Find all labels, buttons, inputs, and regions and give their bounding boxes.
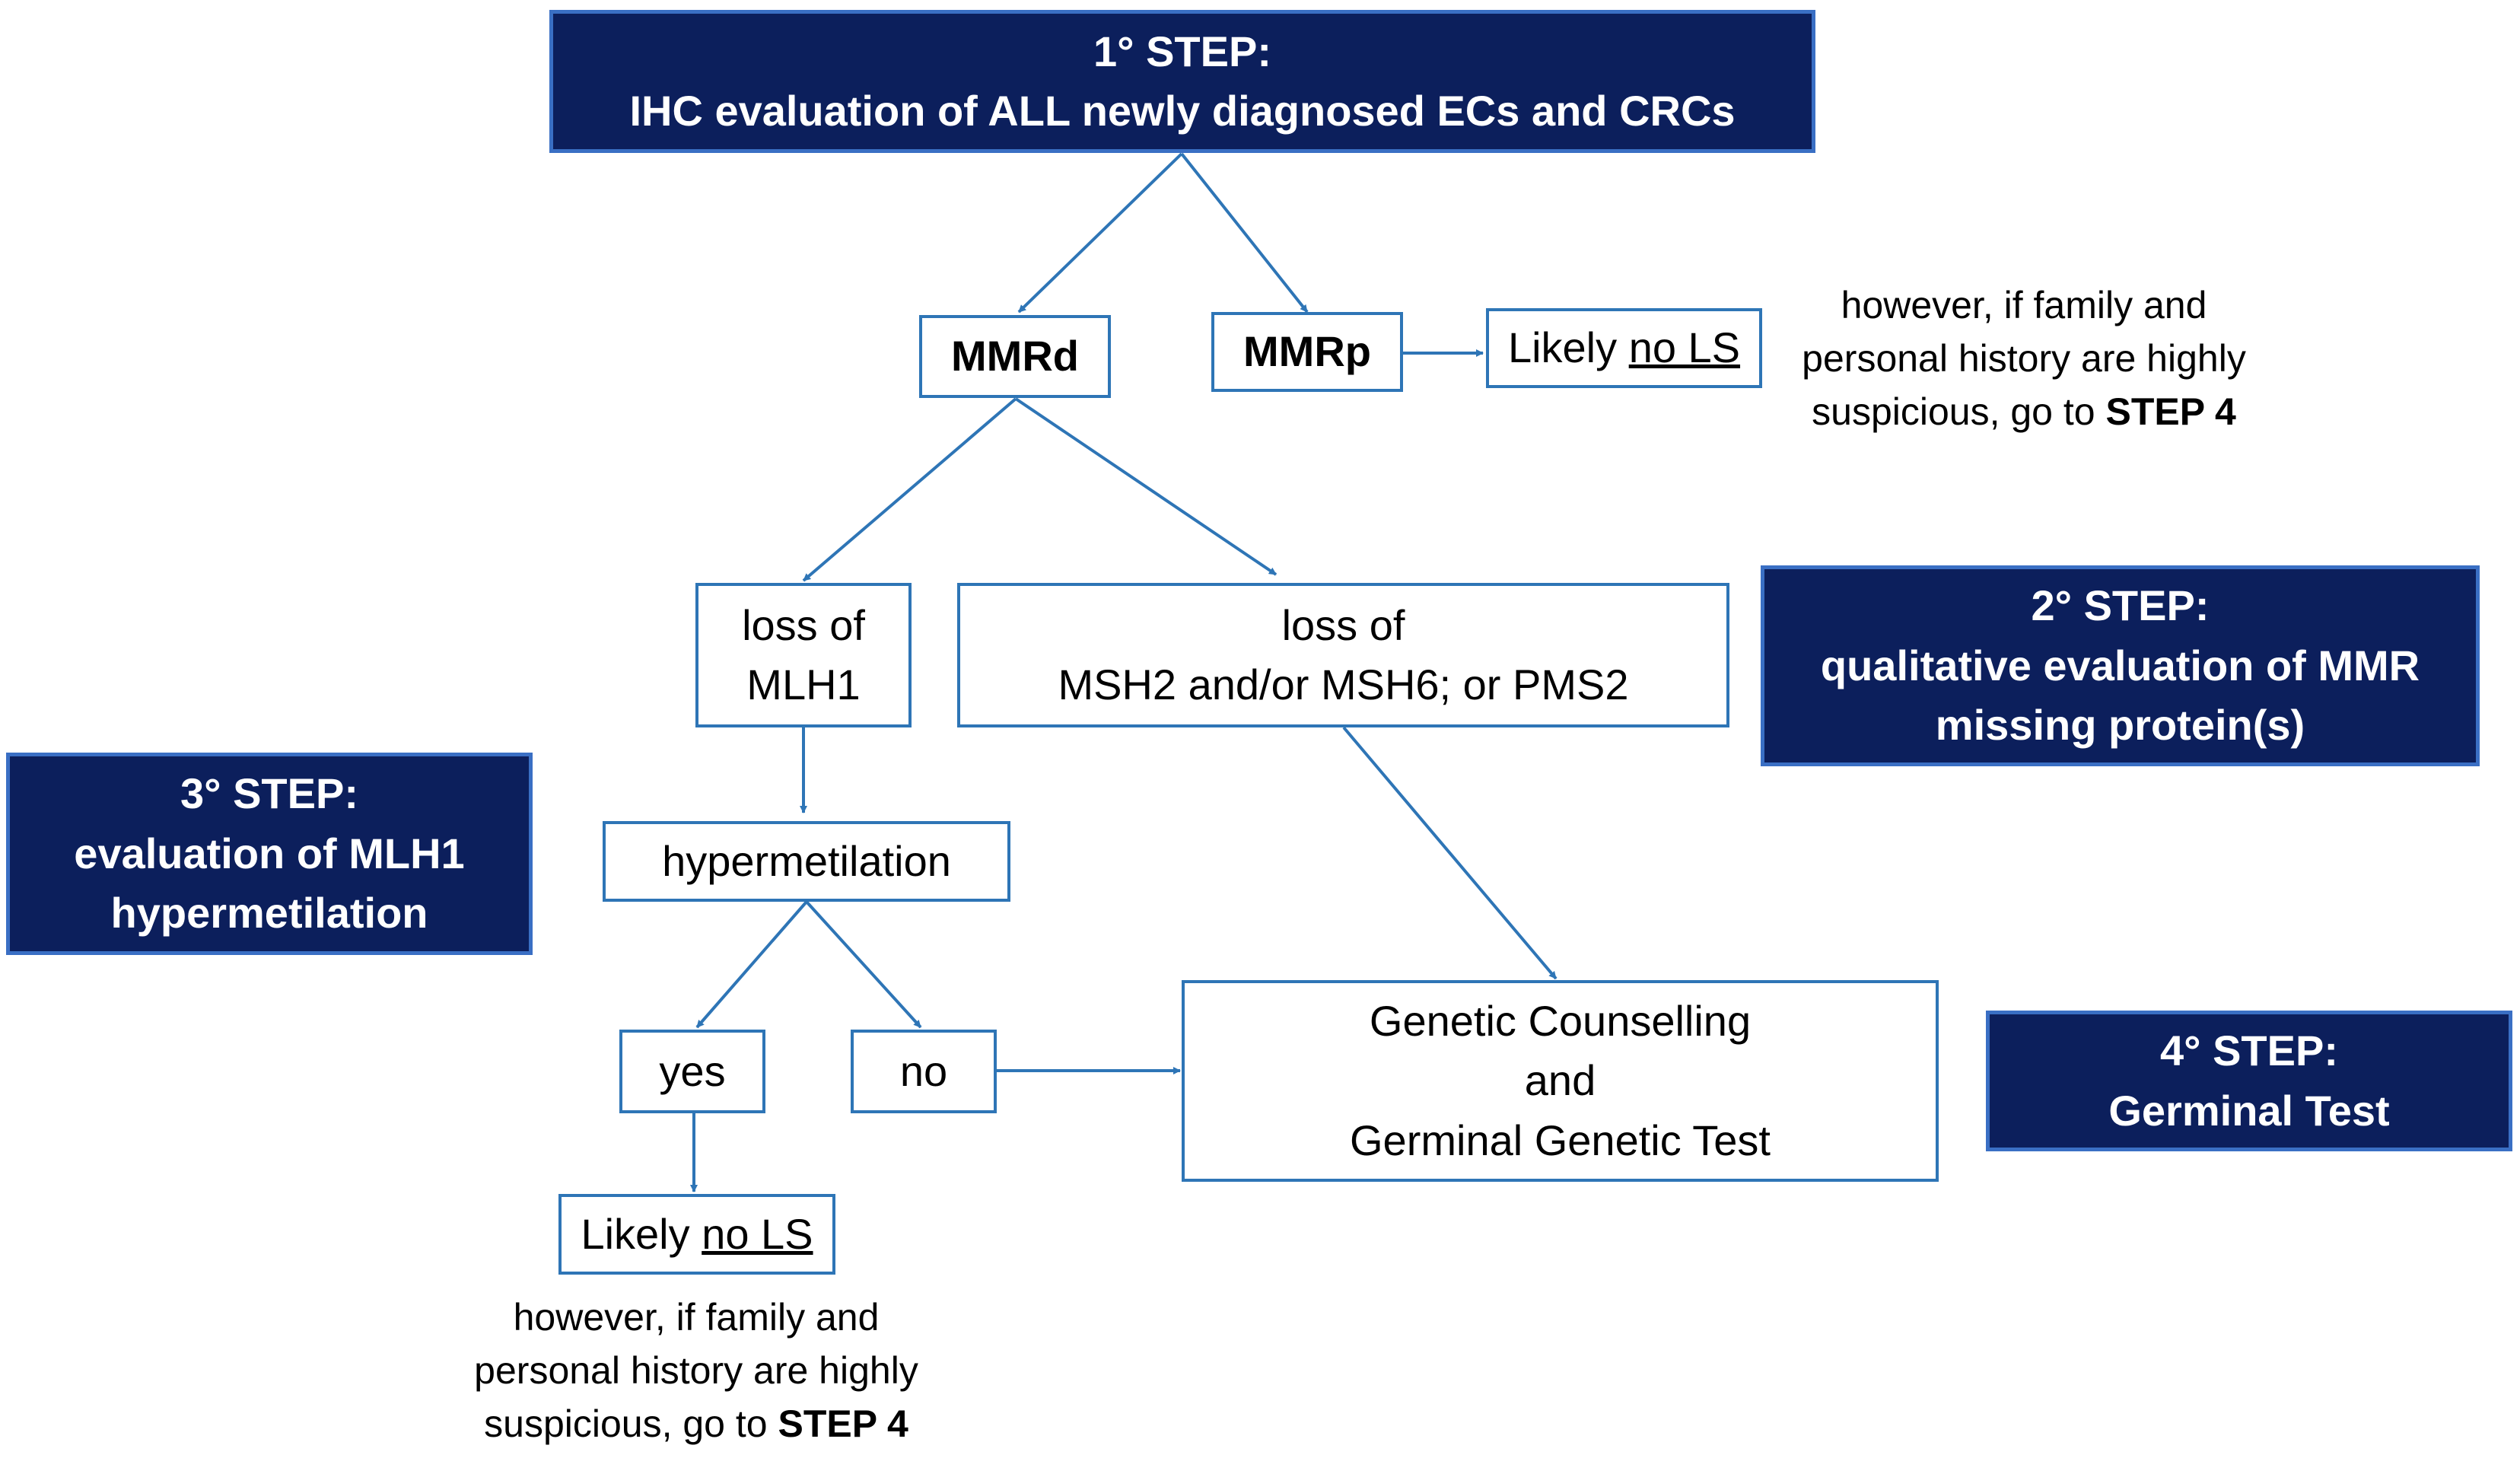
note-bottom-line3: suspicious, go to STEP 4 bbox=[426, 1397, 966, 1450]
step3-line1: evaluation of MLH1 bbox=[74, 829, 465, 877]
loss-msh-line1: loss of bbox=[1281, 600, 1405, 649]
yes-node: yes bbox=[619, 1030, 765, 1113]
genetic-line2: and bbox=[1524, 1056, 1596, 1105]
arrow-step1-to-mmrp bbox=[1180, 152, 1309, 314]
likely-bottom-prefix: Likely bbox=[581, 1209, 702, 1258]
step4-text: Germinal Test bbox=[2108, 1086, 2390, 1135]
loss-msh-line2: MSH2 and/or MSH6; or PMS2 bbox=[1058, 661, 1629, 708]
note-bottom: however, if family and personal history … bbox=[426, 1291, 966, 1450]
note-right-line3-prefix: suspicious, go to bbox=[1812, 390, 2106, 433]
arrow-step1-to-mmrd bbox=[1017, 152, 1183, 314]
step2-heading: 2° STEP: bbox=[2031, 581, 2210, 630]
mmrp-label: MMRp bbox=[1243, 327, 1371, 376]
note-bottom-step4: STEP 4 bbox=[778, 1402, 908, 1445]
loss-mlh1-line2: MLH1 bbox=[746, 661, 861, 708]
arrow-loss-msh-to-genetic bbox=[1342, 726, 1558, 980]
step3-heading: 3° STEP: bbox=[180, 769, 358, 818]
arrow-mmrd-to-loss-mlh1 bbox=[802, 397, 1017, 582]
note-right-step4: STEP 4 bbox=[2105, 390, 2236, 433]
arrow-hypermetilation-to-no bbox=[805, 900, 922, 1029]
likely-no-ls-right-node: Likely no LS bbox=[1486, 308, 1762, 388]
hypermetilation-node: hypermetilation bbox=[603, 821, 1010, 902]
no-label: no bbox=[899, 1046, 948, 1095]
note-right-line3: suspicious, go to STEP 4 bbox=[1773, 385, 2275, 438]
yes-label: yes bbox=[659, 1046, 726, 1095]
step2-line1: qualitative evaluation of MMR bbox=[1820, 641, 2420, 689]
loss-msh-node: loss of MSH2 and/or MSH6; or PMS2 bbox=[957, 583, 1729, 727]
genetic-counselling-node: Genetic Counselling and Germinal Genetic… bbox=[1182, 980, 1939, 1182]
loss-mlh1-line1: loss of bbox=[742, 600, 865, 649]
hypermetilation-label: hypermetilation bbox=[662, 836, 951, 885]
likely-no-ls-bottom-label: Likely no LS bbox=[581, 1205, 813, 1264]
note-bottom-line2: personal history are highly bbox=[474, 1349, 918, 1392]
step3-line2: hypermetilation bbox=[110, 889, 428, 938]
no-ls-bottom-underlined: no LS bbox=[702, 1209, 813, 1258]
note-right: however, if family and personal history … bbox=[1773, 279, 2275, 438]
step3-box: 3° STEP: evaluation of MLH1 hypermetilat… bbox=[6, 753, 533, 955]
note-right-line1: however, if family and bbox=[1841, 284, 2207, 326]
step2-box: 2° STEP: qualitative evaluation of MMR m… bbox=[1761, 565, 2480, 766]
step1-heading: 1° STEP: bbox=[1093, 27, 1271, 75]
mmrd-label: MMRd bbox=[951, 332, 1079, 380]
genetic-line1: Genetic Counselling bbox=[1369, 996, 1752, 1045]
step4-heading: 4° STEP: bbox=[2159, 1027, 2338, 1075]
arrow-mmrd-to-loss-msh bbox=[1014, 397, 1278, 576]
no-ls-underlined: no LS bbox=[1628, 323, 1741, 372]
step2-line2: missing protein(s) bbox=[1935, 701, 2305, 750]
note-right-line2: personal history are highly bbox=[1802, 337, 2246, 380]
mmrd-node: MMRd bbox=[919, 315, 1111, 398]
likely-no-ls-right-label: Likely no LS bbox=[1508, 318, 1740, 377]
likely-no-ls-bottom-node: Likely no LS bbox=[558, 1194, 835, 1275]
no-node: no bbox=[851, 1030, 997, 1113]
step1-box: 1° STEP: IHC evaluation of ALL newly dia… bbox=[549, 10, 1815, 153]
arrow-hypermetilation-to-yes bbox=[695, 900, 808, 1029]
mmrp-node: MMRp bbox=[1211, 312, 1403, 392]
loss-mlh1-node: loss of MLH1 bbox=[695, 583, 912, 727]
likely-prefix: Likely bbox=[1507, 323, 1629, 372]
step4-box: 4° STEP: Germinal Test bbox=[1986, 1011, 2512, 1151]
genetic-line3: Germinal Genetic Test bbox=[1350, 1116, 1771, 1164]
note-bottom-line3-prefix: suspicious, go to bbox=[484, 1402, 778, 1445]
note-bottom-line1: however, if family and bbox=[513, 1296, 880, 1339]
step1-text: IHC evaluation of ALL newly diagnosed EC… bbox=[629, 87, 1736, 135]
